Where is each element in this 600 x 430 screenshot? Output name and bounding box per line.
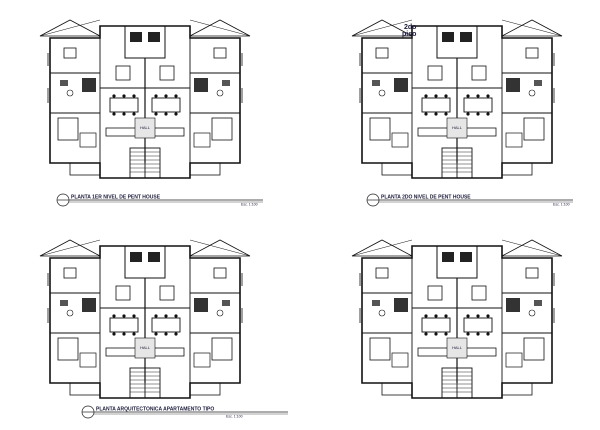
floor-plan-apartamento-tipo: HALL [39,239,251,399]
room-label-hall-3: HALL [140,345,151,350]
plan-title-3: PLANTA ARQUITECTONICA APARTAMENTO TIPO [96,407,214,413]
room-label-hall: HALL [140,125,151,130]
floor-note-line-1: 2do [404,24,416,31]
plan-scale-1: Esc. 1:100 [241,203,258,207]
title-block-3: PLANTA ARQUITECTONICA APARTAMENTO TIPO E… [81,405,289,419]
floor-note-2: 2do piso [402,24,418,38]
floor-plan-4: HALL [351,239,563,399]
title-block-1: PLANTA 1ER NIVEL DE PENT HOUSE Esc. 1:10… [56,193,264,207]
plan-scale-3: Esc. 1:100 [226,415,243,419]
room-label-hall-4: HALL [452,345,463,350]
floor-note-line-2: piso [402,31,416,38]
plan-scale-2: Esc. 1:100 [553,203,570,207]
plan-title-1: PLANTA 1ER NIVEL DE PENT HOUSE [71,195,161,201]
floor-plan-2do-nivel: HALL [351,19,563,179]
floor-plan-1er-nivel: HALL [39,19,251,179]
room-label-hall-2: HALL [452,125,463,130]
plan-title-2: PLANTA 2DO NIVEL DE PENT HOUSE [381,195,471,201]
title-block-2: PLANTA 2DO NIVEL DE PENT HOUSE Esc. 1:10… [366,193,574,207]
